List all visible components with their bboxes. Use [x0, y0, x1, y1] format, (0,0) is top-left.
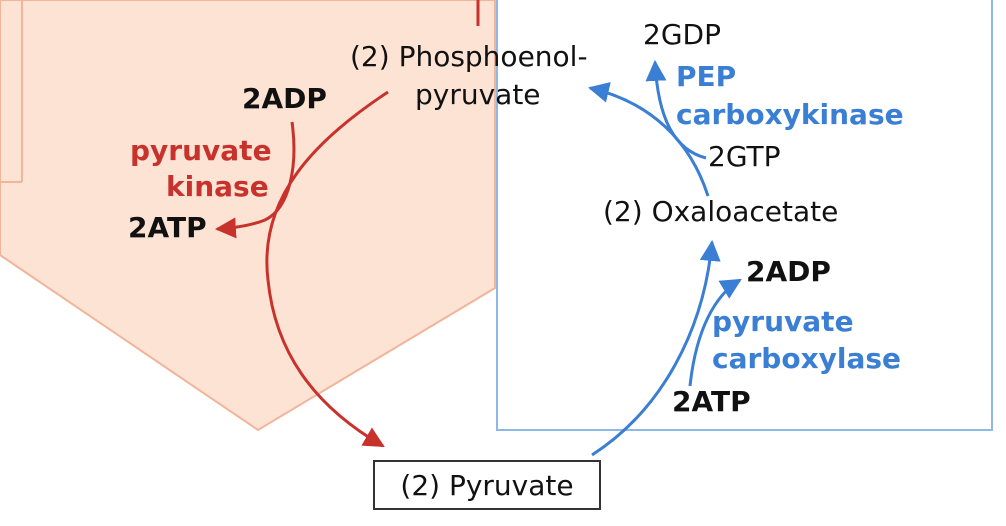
- gtp-to-gdp-arc: [645, 59, 707, 160]
- gtp-label: 2GTP: [708, 140, 781, 173]
- pyruvate-box: (2) Pyruvate: [373, 460, 601, 510]
- pyruvate-kinase-label-line2: kinase: [166, 170, 269, 203]
- oxaloacetate-label: (2) Oxaloacetate: [603, 195, 839, 228]
- pyruvate-carboxylase-label-line1: pyruvate: [712, 305, 854, 338]
- pep-label-line2: pyruvate: [415, 78, 541, 111]
- pep-carboxykinase-label-line2: carboxykinase: [676, 98, 904, 131]
- gluconeogenesis-bypass-box: [496, 0, 993, 431]
- atp-to-adp-arc: [688, 278, 742, 387]
- pep-carboxykinase-arrow: [587, 82, 710, 197]
- carboxylase-atp-label: 2ATP: [672, 385, 751, 418]
- pyruvate-carboxylase-arrow: [591, 239, 721, 457]
- pep-carboxykinase-label-line1: PEP: [676, 60, 737, 93]
- glycolysis-adp-label: 2ADP: [242, 82, 327, 115]
- pep-label-line1: (2) Phosphoenol-: [350, 40, 588, 73]
- glycolysis-atp-label: 2ATP: [128, 211, 207, 244]
- pyruvate-kinase-label-line1: pyruvate: [130, 134, 272, 167]
- adp-to-atp-arc: [214, 121, 296, 239]
- carboxylase-adp-label: 2ADP: [746, 255, 831, 288]
- gdp-label: 2GDP: [643, 18, 721, 51]
- pyruvate-carboxylase-label-line2: carboxylase: [712, 342, 902, 375]
- pyruvate-kinase-arrow: [265, 90, 389, 448]
- glycolysis-direction-arrow: [0, 0, 496, 432]
